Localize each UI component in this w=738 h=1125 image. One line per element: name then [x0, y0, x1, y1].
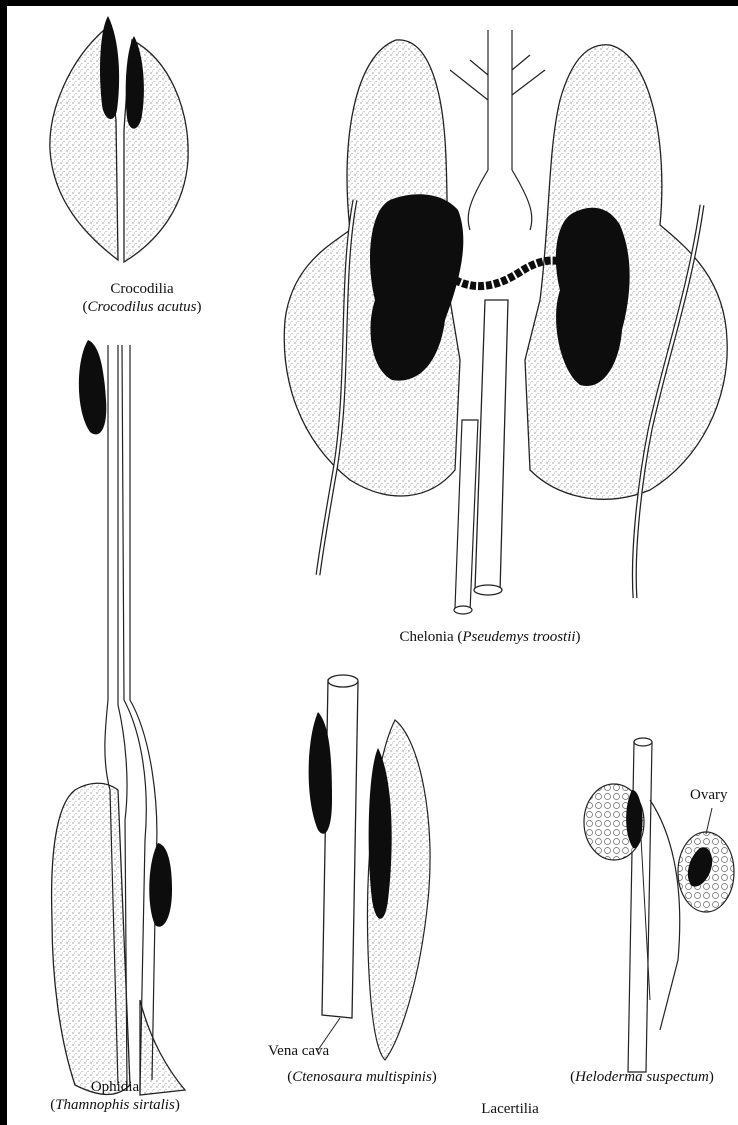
heloderma-caption: (Heloderma suspectum)	[548, 1068, 736, 1086]
ctenosaura-species-label: Ctenosaura multispinis	[292, 1069, 432, 1085]
ovary-pointer	[706, 808, 712, 834]
ctenosaura-drawing	[309, 675, 430, 1060]
ovary-label: Ovary	[690, 786, 728, 804]
chelonia-species-label: Pseudemys troostii	[462, 629, 575, 645]
crocodilia-drawing	[50, 16, 188, 262]
chelonia-veins-top	[450, 30, 545, 230]
crocodilia-species-label: (Crocodilus acutus)	[72, 298, 212, 316]
crocodilia-group-label: Crocodilia	[72, 280, 212, 298]
ophidia-group-label: Ophidia	[40, 1078, 190, 1096]
ophidia-drawing	[52, 340, 185, 1095]
lacertilia-label: Lacertilia	[460, 1100, 560, 1118]
ophidia-adrenal-upper	[79, 340, 106, 434]
vena-cava-label: Vena cava	[268, 1042, 329, 1060]
ophidia-caption: Ophidia (Thamnophis sirtalis)	[40, 1078, 190, 1114]
crocodilia-caption: Crocodilia (Crocodilus acutus)	[72, 280, 212, 316]
ctenosaura-vena-cava	[322, 680, 358, 1018]
heloderma-species-label: Heloderma suspectum	[575, 1069, 709, 1085]
chelonia-dorsal-aorta	[455, 420, 478, 612]
chelonia-vena-cava	[475, 300, 508, 592]
ctenosaura-caption: (Ctenosaura multispinis)	[262, 1068, 462, 1086]
chelonia-drawing	[284, 30, 727, 614]
ophidia-species-label: (Thamnophis sirtalis)	[40, 1096, 190, 1114]
ophidia-adrenal-lower	[149, 843, 172, 927]
ophidia-kidney	[52, 783, 130, 1094]
chelonia-caption: Chelonia (Pseudemys troostii)	[370, 628, 610, 646]
chelonia-group-label: Chelonia	[399, 629, 453, 645]
